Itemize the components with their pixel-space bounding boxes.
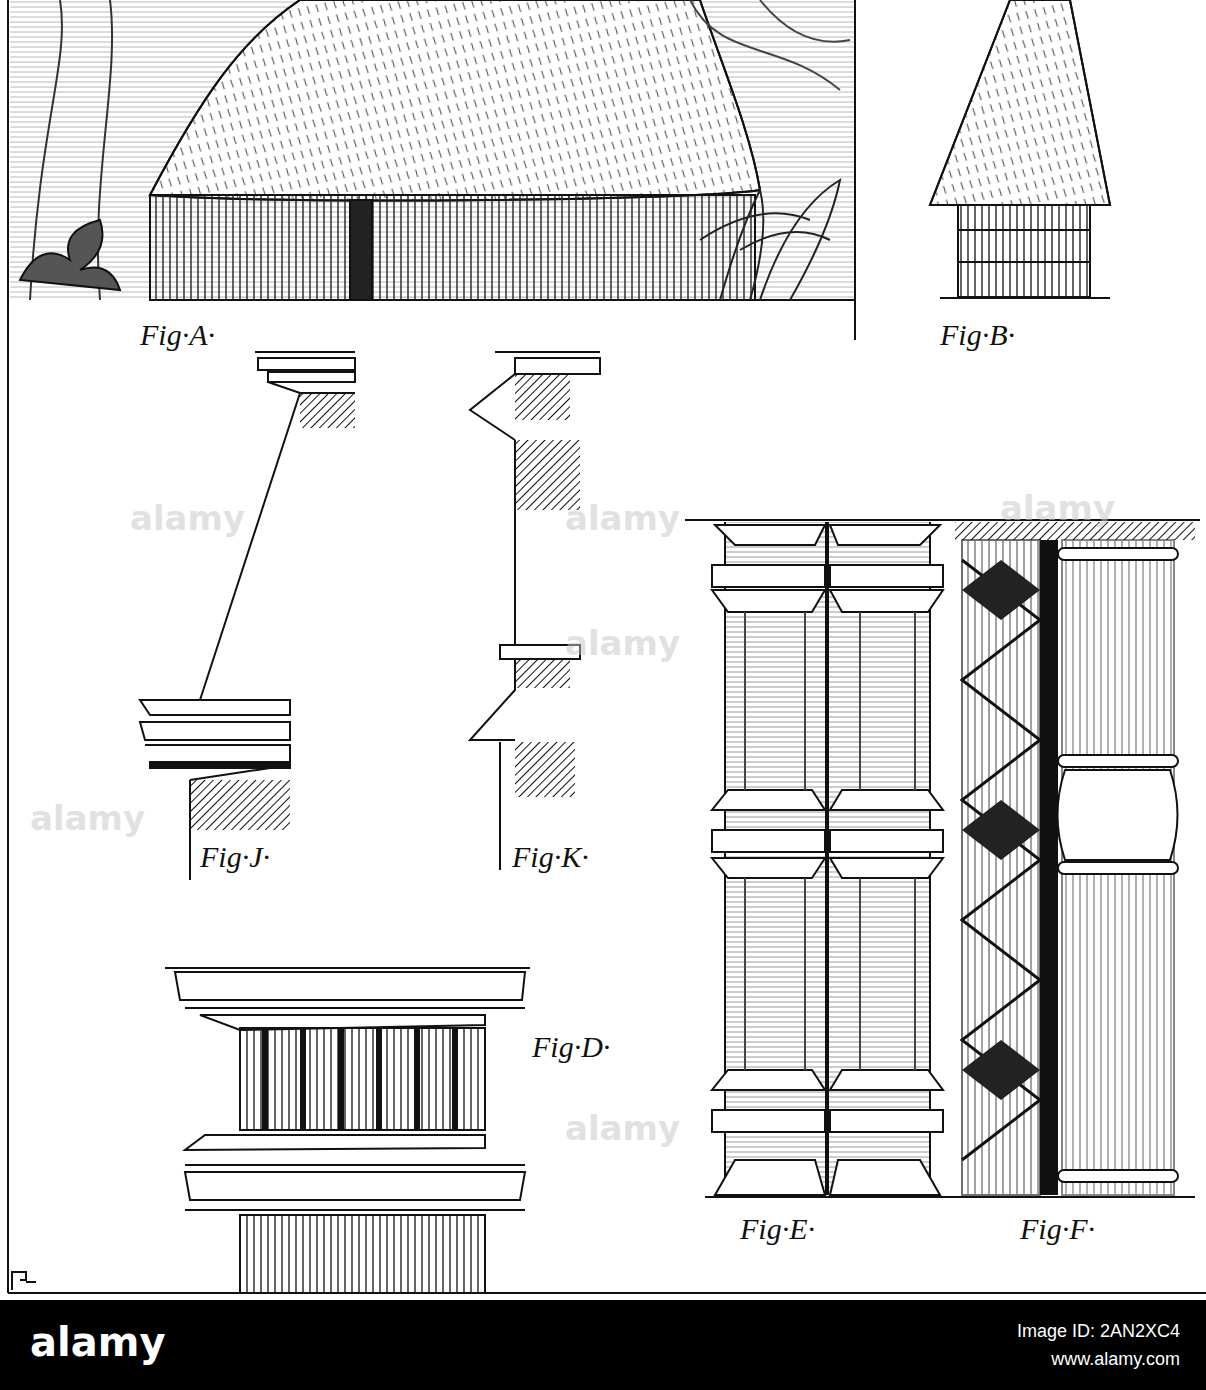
watermark: alamy bbox=[1000, 490, 1115, 527]
image-id: Image ID: 2AN2XC4 bbox=[1017, 1322, 1180, 1342]
figure-label: Fig·D· bbox=[532, 1030, 610, 1063]
watermark: alamy bbox=[130, 500, 245, 537]
watermark: alamy bbox=[565, 500, 680, 537]
figure-label: Fig·B· bbox=[940, 318, 1015, 351]
watermark-logo: alamy bbox=[30, 1320, 165, 1364]
carved-post bbox=[712, 522, 943, 1195]
hut-drawing bbox=[10, 0, 855, 300]
hut-elevation bbox=[930, 0, 1110, 298]
figure-label: Fig·E· bbox=[740, 1212, 815, 1245]
figure-label: Fig·F· bbox=[1020, 1212, 1095, 1245]
figure-label: Fig·A· bbox=[140, 318, 215, 351]
figure-label: Fig·K· bbox=[512, 840, 589, 873]
watermark: alamy bbox=[565, 625, 680, 662]
website: www.alamy.com bbox=[1051, 1350, 1180, 1370]
carved-post bbox=[955, 522, 1195, 1195]
moulding-profile bbox=[140, 352, 355, 880]
fluted-frieze bbox=[165, 968, 530, 1293]
moulding-profile bbox=[470, 352, 600, 870]
watermark: alamy bbox=[30, 800, 145, 837]
figure-label: Fig·J· bbox=[200, 840, 270, 873]
watermark: alamy bbox=[565, 1110, 680, 1147]
